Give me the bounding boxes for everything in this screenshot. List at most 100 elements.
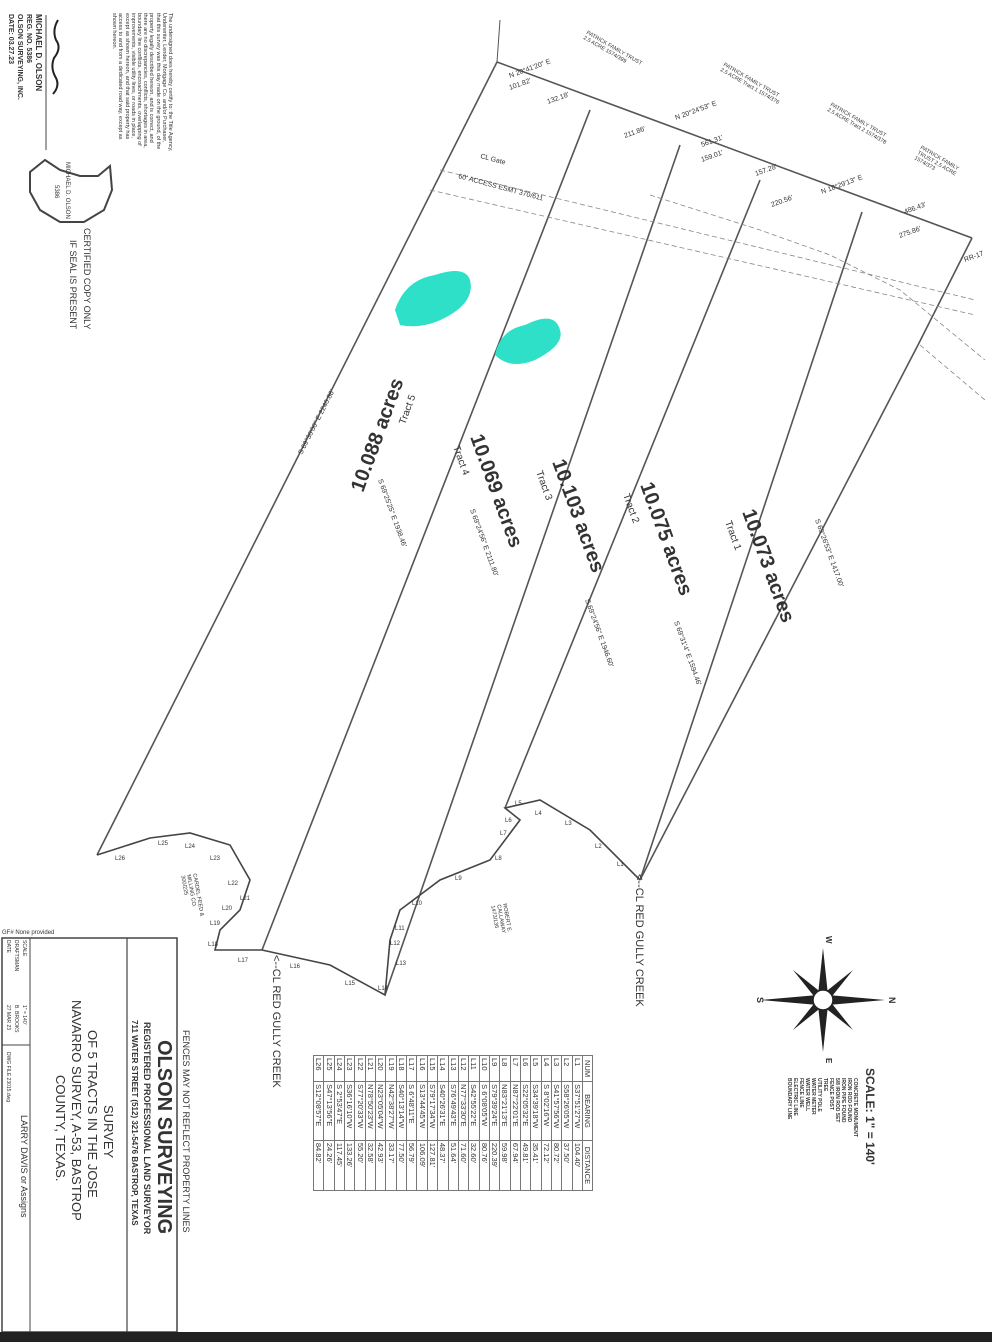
line-label: L10	[412, 901, 423, 907]
line-num: L4	[541, 1055, 552, 1082]
line-bearing: S12°08'57"E	[313, 1081, 324, 1141]
signature	[51, 19, 60, 95]
scale-field-label: SCALE	[21, 940, 27, 957]
line-num: L23	[344, 1055, 355, 1082]
line-distance: 133.26'	[344, 1140, 355, 1191]
line-distance: 117.45'	[334, 1140, 345, 1191]
line-num: L1	[572, 1055, 583, 1082]
tract-2-acres: 10.075 acres	[635, 479, 696, 598]
line-bearing: S47°13'56"E	[323, 1081, 335, 1141]
line-label: L1	[617, 862, 624, 868]
line-label: L14	[378, 986, 389, 992]
line-distance: 71.60'	[458, 1140, 469, 1191]
creek-label-2: <--CL RED GULLY CREEK	[270, 955, 282, 1088]
line-num: L22	[354, 1055, 366, 1082]
tract-2-name: Tract 2	[620, 492, 641, 525]
adjoiner-label: PATRICK FAMILY TRUST 2.5 ACRE Tract 2 15…	[826, 102, 887, 146]
call-text: S 69°24'56" E 1946.60'	[583, 598, 615, 668]
company-address: 711 WATER STREET (512) 321-5476 BASTROP,…	[130, 1020, 139, 1226]
call-text: S 69°26'53" E 1417.00'	[813, 518, 845, 588]
legend-item: WATER METER	[810, 1078, 816, 1115]
legend-item: FENCE LINE	[798, 1078, 804, 1108]
cert-date: DATE: 03.27.23	[7, 14, 14, 64]
line-label: L11	[395, 926, 405, 932]
line-label: L24	[185, 844, 196, 850]
line-bearing: S34°39'18"W	[530, 1081, 542, 1141]
scan-edge	[0, 1332, 992, 1342]
certification-text: The undersigned does hereby certify to: …	[111, 13, 173, 152]
survey-title-2: OF 5 TRACTS IN THE JOSE	[85, 1030, 100, 1198]
date-label: DATE	[5, 940, 11, 954]
line-num: L5	[530, 1055, 542, 1082]
call-text: N 20°24'53" E	[674, 99, 718, 122]
line-label: L2	[595, 844, 602, 850]
line-bearing: S40°13'14"W	[396, 1081, 407, 1141]
call-text: 157.28'	[754, 164, 778, 178]
call-text: 211.86'	[623, 126, 646, 140]
line-num: L19	[385, 1055, 397, 1082]
line-distance: 24.26'	[323, 1140, 335, 1191]
line-bearing: N87°22'01"E	[510, 1081, 521, 1141]
adjoiner-label: ROBERT E. CALLAWAY 1473/136	[489, 903, 513, 934]
line-bearing: N23°05'04"W	[375, 1081, 386, 1141]
legend-item: FENCE POST	[828, 1078, 834, 1110]
line-num: L17	[406, 1055, 417, 1082]
line-label: L21	[240, 896, 251, 902]
survey-title-1: SURVEY	[101, 1105, 116, 1159]
survey-title-4: COUNTY, TEXAS.	[53, 1075, 68, 1181]
col-num: NUM	[582, 1055, 593, 1082]
line-num: L7	[510, 1055, 521, 1082]
call-text: 101.82'	[508, 78, 532, 92]
line-bearing: S40°26'31"E	[437, 1081, 449, 1141]
legend: SCALE: 1" = 140' CONCRETE MONUMENT IRON …	[786, 1068, 877, 1165]
line-num: L11	[468, 1055, 480, 1082]
line-num: L10	[479, 1055, 490, 1082]
line-distance: 49.81'	[520, 1140, 531, 1191]
line-num: L16	[417, 1055, 428, 1082]
company-name: OLSON SURVEYING, INC.	[16, 14, 23, 100]
line-num: L6	[520, 1055, 531, 1082]
fence-note: FENCES MAY NOT REFLECT PROPERTY LINES	[181, 1030, 191, 1233]
easement-lines	[429, 169, 986, 401]
line-label: L18	[208, 942, 219, 948]
line-label: L15	[345, 981, 356, 987]
line-num: L15	[427, 1055, 438, 1082]
line-num: L12	[458, 1055, 469, 1082]
client-name: LARRY DAVIS or Assigns	[19, 1115, 29, 1218]
line-label: L16	[290, 964, 301, 970]
line-bearing: S41°57'56"W	[551, 1081, 562, 1141]
survey-title-3: NAVARRO SURVEY, A-53, BASTROP	[69, 1000, 84, 1221]
seal-number: 5386	[53, 185, 59, 199]
adjoiner-label: PATRICK FAMILY TRUST 2.5 ACRE Tract 1 15…	[719, 62, 780, 106]
adjoiner-label: PATRICK FAMILY TRUST 2.5 ACRE 1574/399	[582, 30, 643, 67]
line-label: L6	[505, 818, 512, 824]
highlight-marks	[395, 271, 561, 364]
line-distance: 42.93'	[375, 1140, 386, 1191]
call-text: 132.18'	[546, 92, 570, 106]
legend-item: BOUNDARY LINE	[786, 1078, 792, 1120]
line-num: L9	[489, 1055, 500, 1082]
line-label: L20	[222, 906, 233, 912]
line-label: L17	[238, 958, 249, 964]
legend-item: IRON PIPE FOUND	[840, 1078, 846, 1123]
compass-rose: N S E W	[755, 936, 897, 1064]
line-distance: 37.50'	[561, 1140, 573, 1191]
line-num: L21	[365, 1055, 376, 1082]
legend-item: TREE	[822, 1078, 828, 1092]
cl-label: CL Gate	[479, 153, 506, 166]
line-label: L19	[210, 921, 221, 927]
line-label: L25	[158, 841, 169, 847]
